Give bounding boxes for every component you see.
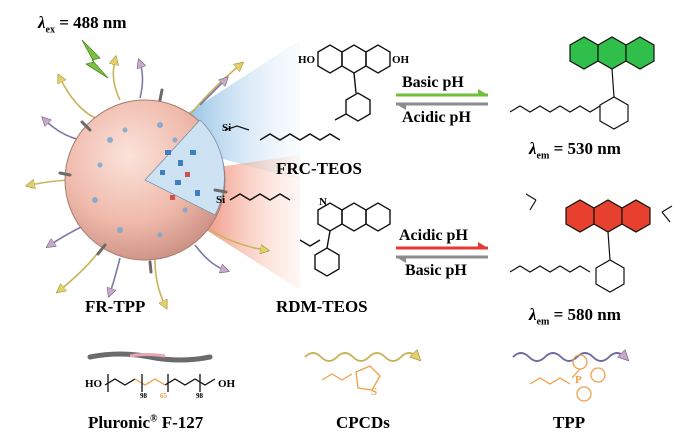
tpp-p-label: P [575,375,582,386]
frc-si-label: Si [222,123,231,134]
pluronic-chain-icon [90,354,210,360]
legend-cpcds-label: CPCDs [336,414,390,431]
rdm-si-label: Si [216,195,225,206]
pluronic-oh-label: OH [218,379,235,390]
frc-teos-label: FRC-TEOS [276,160,362,177]
acidic-ph-label-top: Acidic pH [402,110,471,126]
tpp-structure [530,355,605,401]
tpp-chain-icon [513,353,625,361]
rhodamine-equilibrium-arrows [396,242,488,263]
excitation-label: λex = 488 nm [38,14,127,35]
pluronic-sub-3: 98 [196,393,203,400]
pluronic-sub-2: 65 [160,393,167,400]
acidic-ph-label-bottom: Acidic pH [399,228,468,244]
basic-ph-label-bottom: Basic pH [405,263,467,279]
emission-580-label: λem = 580 nm [529,306,621,327]
pluronic-structure [105,374,215,392]
basic-ph-label-top: Basic pH [402,75,464,91]
fluorescein-equilibrium-arrows [396,89,488,110]
cpcd-chain-icon [305,353,417,361]
frc-oh-label: OH [392,55,409,66]
rdm-n-label: N [319,197,327,208]
legend-tpp-label: TPP [553,414,585,431]
particle-label: FR-TPP [85,298,145,315]
pluronic-sub-1: 98 [140,393,147,400]
legend-pluronic-label: Pluronic® F-127 [88,414,203,431]
rhodamine-open-structure [510,194,672,292]
fluorescein-open-structure [510,37,654,129]
emission-530-label: λem = 530 nm [529,140,621,161]
frc-ho-label: HO [298,55,315,66]
cpcd-s-label: S [371,387,377,398]
lightning-bolt-icon [82,40,108,78]
pluronic-ho-label: HO [85,379,102,390]
rdm-teos-label: RDM-TEOS [276,298,368,315]
